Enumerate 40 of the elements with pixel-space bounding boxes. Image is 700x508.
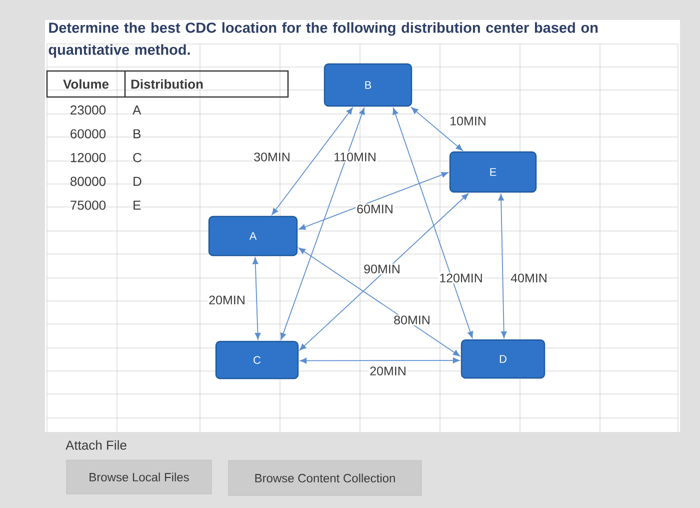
edge-label: 80MIN	[392, 314, 432, 326]
location-box: E	[449, 151, 537, 193]
arrow	[411, 107, 463, 151]
edge-label: 60MIN	[356, 204, 394, 214]
table-cell: A	[132, 106, 142, 114]
location-box: B	[324, 63, 412, 107]
browse-button: Browse Local Files	[66, 460, 212, 494]
table-cell: D	[134, 176, 142, 186]
location-box: C	[215, 340, 299, 380]
arrow	[498, 194, 507, 338]
table-cell: 80000	[70, 176, 106, 186]
arrow	[298, 248, 460, 356]
edge-label: 120MIN	[438, 272, 484, 284]
location-box: A	[208, 216, 298, 256]
table-cell: C	[133, 153, 142, 162]
arrow	[280, 108, 365, 340]
browse-button: Browse Content Collection	[228, 460, 422, 496]
arrow	[392, 108, 474, 338]
table-cell: E	[134, 200, 141, 210]
table-cell: 75000	[70, 200, 106, 210]
arrow	[272, 108, 353, 215]
title: Determine the best CDC location for the following distribution center based on quantitative method.	[48, 22, 598, 58]
location-box: D	[460, 339, 546, 379]
edge-label: 90MIN	[362, 264, 402, 274]
edge-label: 40MIN	[510, 272, 548, 284]
edge-label: 30MIN	[252, 152, 292, 162]
table-cell: 60000	[70, 129, 106, 138]
table-cell: B	[134, 129, 141, 138]
arrow	[299, 193, 468, 350]
table-cell: 12000	[70, 153, 106, 162]
table-cell: 23000	[70, 105, 106, 115]
arrow	[298, 172, 448, 230]
edge-label: 10MIN	[448, 116, 488, 126]
arrow	[252, 257, 261, 340]
table-header: Volume Distribution	[46, 70, 289, 98]
edge-label: 110MIN	[332, 152, 378, 162]
edge-label: 20MIN	[368, 366, 408, 376]
arrow	[300, 358, 460, 364]
attach-label: Attach File	[66, 440, 126, 450]
edge-label: 20MIN	[208, 294, 246, 306]
